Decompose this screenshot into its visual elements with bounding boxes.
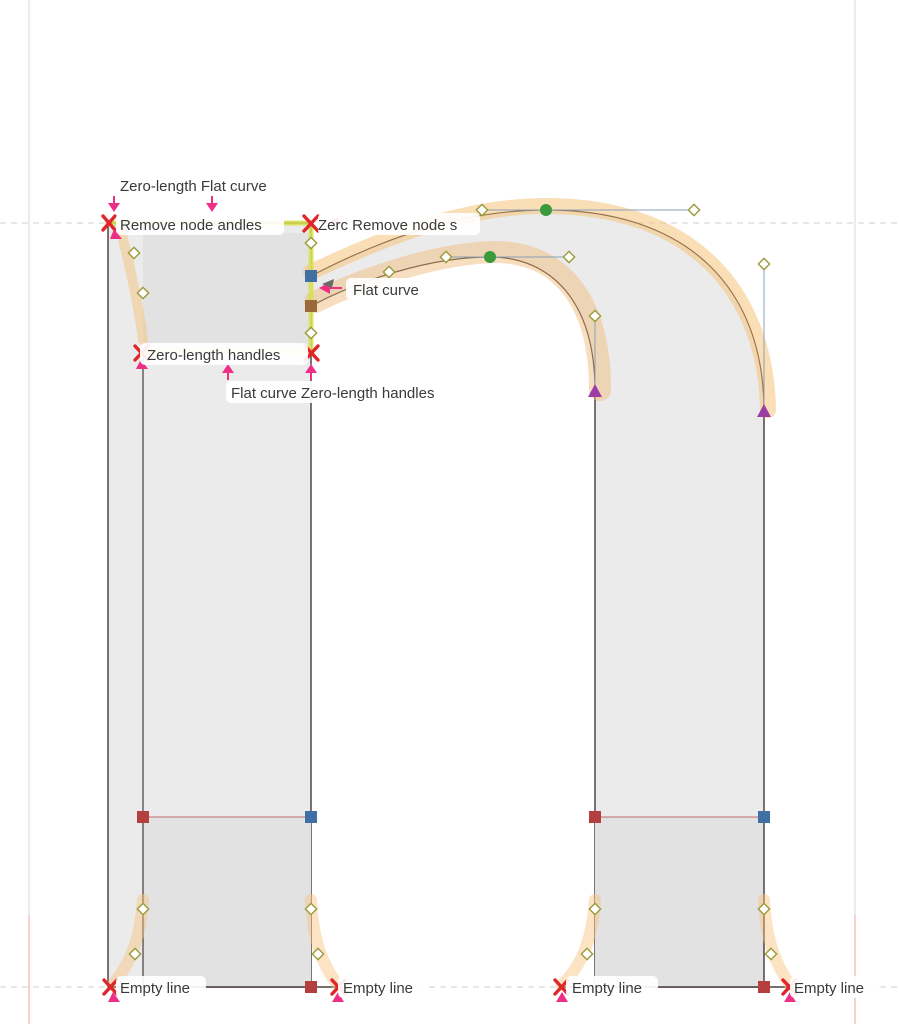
arrow-left-icon xyxy=(322,279,334,288)
handle-point[interactable] xyxy=(136,286,150,300)
arrow-up-icon xyxy=(222,364,234,380)
corner-point[interactable] xyxy=(305,270,317,282)
off-curve-handles[interactable] xyxy=(127,203,778,961)
handle-point[interactable] xyxy=(687,203,701,217)
highlight-foot-4 xyxy=(758,894,796,991)
corner-point[interactable] xyxy=(137,811,149,823)
warning-label-flat-zero-length: Flat curve Zero-length handles xyxy=(231,385,434,402)
label-backgrounds xyxy=(116,213,880,998)
handle-point[interactable] xyxy=(475,203,489,217)
warning-label-flat-curve: Flat curve xyxy=(353,282,419,299)
corner-point[interactable] xyxy=(758,981,770,993)
remove-node-icon[interactable] xyxy=(302,214,320,233)
arrow-down-icon xyxy=(206,196,218,212)
warning-label-zero-length-flat: Zero-length Flat curve xyxy=(120,178,267,195)
warning-label-empty-line-4: Empty line xyxy=(794,980,864,997)
warning-label-remove-node-right: Zerc Remove node s xyxy=(318,217,457,234)
handle-point[interactable] xyxy=(588,902,602,916)
corner-point[interactable] xyxy=(589,811,601,823)
warning-label-zero-length-handles: Zero-length handles xyxy=(147,347,280,364)
warning-label-empty-line-2: Empty line xyxy=(343,980,413,997)
warning-label-remove-node-left: Remove node andles xyxy=(120,217,262,234)
handle-point[interactable] xyxy=(757,257,771,271)
arrow-up-icon xyxy=(332,992,344,1002)
corner-point[interactable] xyxy=(305,811,317,823)
handle-point[interactable] xyxy=(304,326,318,340)
glyph-outline[interactable] xyxy=(107,209,790,988)
arrow-up-icon xyxy=(556,992,568,1002)
handle-point[interactable] xyxy=(562,250,576,264)
remove-node-icon[interactable] xyxy=(101,214,117,232)
handle-point[interactable] xyxy=(757,902,771,916)
handle-point[interactable] xyxy=(382,265,396,279)
smooth-point[interactable] xyxy=(540,204,552,216)
serif-bottom-left xyxy=(143,817,311,987)
arrow-up-icon xyxy=(110,229,122,239)
remove-node-icon[interactable] xyxy=(102,978,119,996)
corner-point[interactable] xyxy=(305,981,317,993)
handle-point[interactable] xyxy=(304,902,318,916)
highlight-foot-2 xyxy=(305,894,344,991)
handle-lines xyxy=(446,209,765,411)
tangent-point[interactable] xyxy=(757,404,771,417)
highlight-foot-3 xyxy=(556,894,601,991)
arrow-down-icon xyxy=(108,196,120,212)
highlight-top-curve xyxy=(303,197,776,418)
handle-point[interactable] xyxy=(136,902,150,916)
handle-point[interactable] xyxy=(311,947,325,961)
remove-node-icon[interactable] xyxy=(553,978,570,996)
warning-label-empty-line-1: Empty line xyxy=(120,980,190,997)
arrow-up-icon xyxy=(784,992,796,1002)
arrow-up-icon xyxy=(305,364,317,380)
highlight-inner-curve xyxy=(304,240,611,401)
warning-label-empty-line-3: Empty line xyxy=(572,980,642,997)
warning-labels: Zero-length Flat curve Remove node andle… xyxy=(120,178,864,997)
serif-top-box xyxy=(143,233,311,351)
arrow-up-icon xyxy=(108,992,120,1002)
handle-point[interactable] xyxy=(304,236,318,250)
handle-point[interactable] xyxy=(764,947,778,961)
corner-point[interactable] xyxy=(305,300,317,312)
highlight-left-corner xyxy=(115,221,148,345)
handle-point[interactable] xyxy=(588,309,602,323)
handle-point[interactable] xyxy=(127,246,141,260)
on-curve-points[interactable] xyxy=(137,204,771,993)
handle-point[interactable] xyxy=(580,947,594,961)
tangent-point[interactable] xyxy=(588,384,602,397)
serif-bottom-right xyxy=(595,817,763,987)
corner-point[interactable] xyxy=(758,811,770,823)
smooth-point[interactable] xyxy=(484,251,496,263)
handle-point[interactable] xyxy=(439,250,453,264)
handle-point[interactable] xyxy=(128,947,142,961)
